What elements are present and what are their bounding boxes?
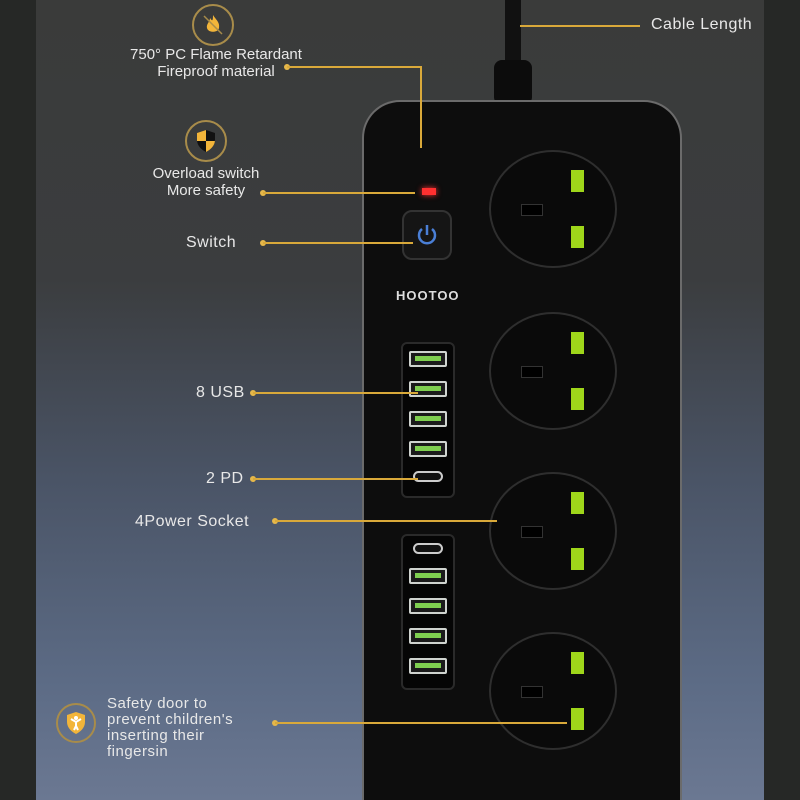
callout-line [263,192,415,194]
earth-slot [521,204,543,216]
child-safety-badge [56,703,96,743]
usb-port [409,351,447,367]
overload-indicator-led [422,188,436,195]
earth-slot [521,526,543,538]
callout-line [520,25,640,27]
brand-logo: HOOTOO [396,288,460,303]
safety-line-2: prevent children's [107,711,234,728]
safety-line-4: fingersin [107,743,169,760]
power-strip: HOOTOO [362,100,682,800]
left-border [0,0,36,800]
power-socket [489,312,617,430]
usb-port-group-1 [401,342,455,498]
shutter-pin [571,226,584,248]
power-cable [505,0,521,70]
callout-line [263,242,413,244]
right-border [764,0,800,800]
shutter-pin [571,492,584,514]
power-socket [489,632,617,750]
flame-line-1: 750° PC Flame Retardant [130,46,302,63]
callout-line [287,66,421,68]
callout-line [420,66,422,148]
safety-line-1: Safety door to [107,695,208,712]
shutter-pin [571,652,584,674]
overload-line-2: More safety [166,182,246,199]
usb-c-port [413,471,443,482]
shutter-pin [571,708,584,730]
shutter-pin [571,332,584,354]
child-shield-icon [67,712,85,734]
power-socket [489,150,617,268]
cable-boot [494,60,532,105]
cable-length-label: Cable Length [651,16,753,33]
safety-line-3: inserting their [107,727,205,744]
shutter-pin [571,170,584,192]
usb-label: 8 USB [196,384,245,401]
usb-port [409,568,447,584]
usb-port [409,381,447,397]
usb-port [409,598,447,614]
power-socket [489,472,617,590]
pd-label: 2 PD [206,470,244,487]
usb-port [409,628,447,644]
shutter-pin [571,388,584,410]
switch-label: Switch [186,234,237,251]
usb-port [409,658,447,674]
safety-door-label: Safety door to prevent children's insert… [107,696,233,760]
power-icon [417,225,437,245]
usb-port [409,441,447,457]
callout-line [253,392,418,394]
power-socket-label: 4Power Socket [135,513,250,530]
callout-line [275,520,497,522]
usb-port [409,411,447,427]
flame-line-2: Fireproof material [157,63,275,80]
callout-line [253,478,418,480]
flame-badge [192,4,234,46]
shield-badge [185,120,227,162]
usb-c-port [413,543,443,554]
overload-line-1: Overload switch [152,165,260,182]
shutter-pin [571,548,584,570]
earth-slot [521,686,543,698]
usb-port-group-2 [401,534,455,690]
shield-icon [197,130,215,152]
earth-slot [521,366,543,378]
power-switch-button [402,210,452,260]
callout-line [275,722,567,724]
flame-icon [203,15,223,35]
